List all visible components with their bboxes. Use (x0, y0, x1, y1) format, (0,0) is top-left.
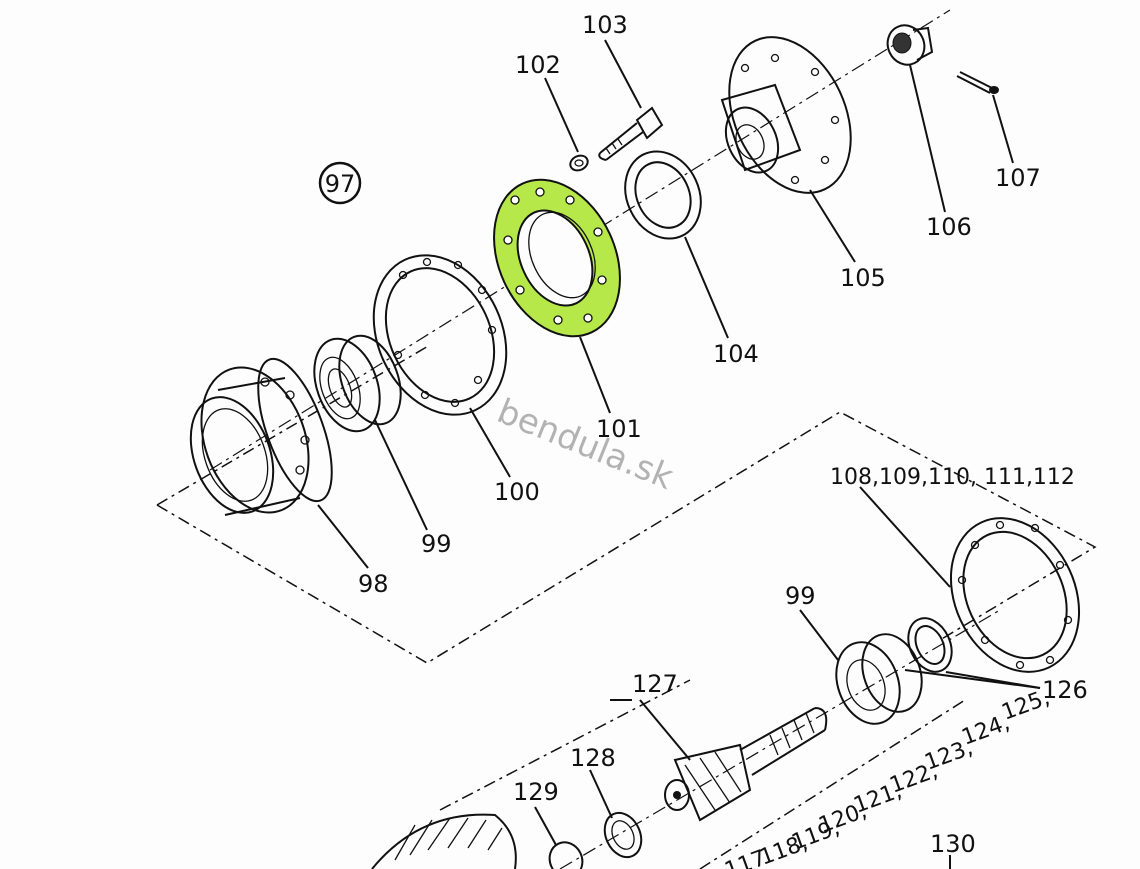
callout-103[interactable]: 103 (582, 11, 628, 39)
frame-group-outline (156, 411, 1097, 664)
part-104-seal-ring[interactable] (611, 139, 714, 251)
callout-101[interactable]: 101 (596, 415, 642, 443)
callout-108-112[interactable]: 108,109,110, 111,112 (830, 465, 1075, 490)
part-128-washer[interactable] (598, 807, 648, 863)
callout-127[interactable]: 127 (632, 670, 678, 698)
part-105-drive-flange[interactable] (705, 17, 874, 212)
part-130-crown-gear[interactable] (371, 813, 517, 869)
part-106-castle-nut[interactable] (881, 19, 934, 70)
part-129-washer[interactable] (544, 837, 588, 869)
part-99-bearing-lower[interactable] (825, 626, 932, 733)
callout-128[interactable]: 128 (570, 744, 616, 772)
callout-98[interactable]: 98 (358, 570, 389, 598)
callout-104[interactable]: 104 (713, 340, 759, 368)
callout-99-upper[interactable]: 99 (421, 530, 452, 558)
part-99-bearing-upper[interactable] (302, 327, 412, 440)
callout-106[interactable]: 106 (926, 213, 972, 241)
callout-129[interactable]: 129 (513, 778, 559, 806)
part-98-hub-housing[interactable] (176, 350, 347, 528)
lower-assembly-axis (559, 609, 1001, 869)
part-127-pinion-shaft[interactable] (664, 707, 828, 822)
part-102-washer[interactable] (568, 153, 590, 173)
part-107-cotter-pin[interactable] (956, 71, 999, 94)
callout-107[interactable]: 107 (995, 164, 1041, 192)
callout-99-lower[interactable]: 99 (785, 582, 816, 610)
callout-102[interactable]: 102 (515, 51, 561, 79)
leader-lines (317, 39, 1041, 869)
group-number: 97 (325, 170, 356, 198)
part-100-gasket[interactable] (349, 234, 532, 437)
callout-100[interactable]: 100 (494, 478, 540, 506)
frame-group-top-edge (156, 344, 431, 506)
part-101-flange-plate[interactable] (470, 159, 644, 357)
part-108-112-shim-ring[interactable] (927, 497, 1103, 693)
callout-126[interactable]: 126 (1042, 676, 1088, 704)
group-number-badge: 97 (318, 161, 362, 205)
callout-105[interactable]: 105 (840, 264, 886, 292)
part-126-ring[interactable] (900, 611, 960, 679)
part-103-bolt[interactable] (598, 106, 664, 161)
callout-130[interactable]: 130 (930, 830, 976, 858)
